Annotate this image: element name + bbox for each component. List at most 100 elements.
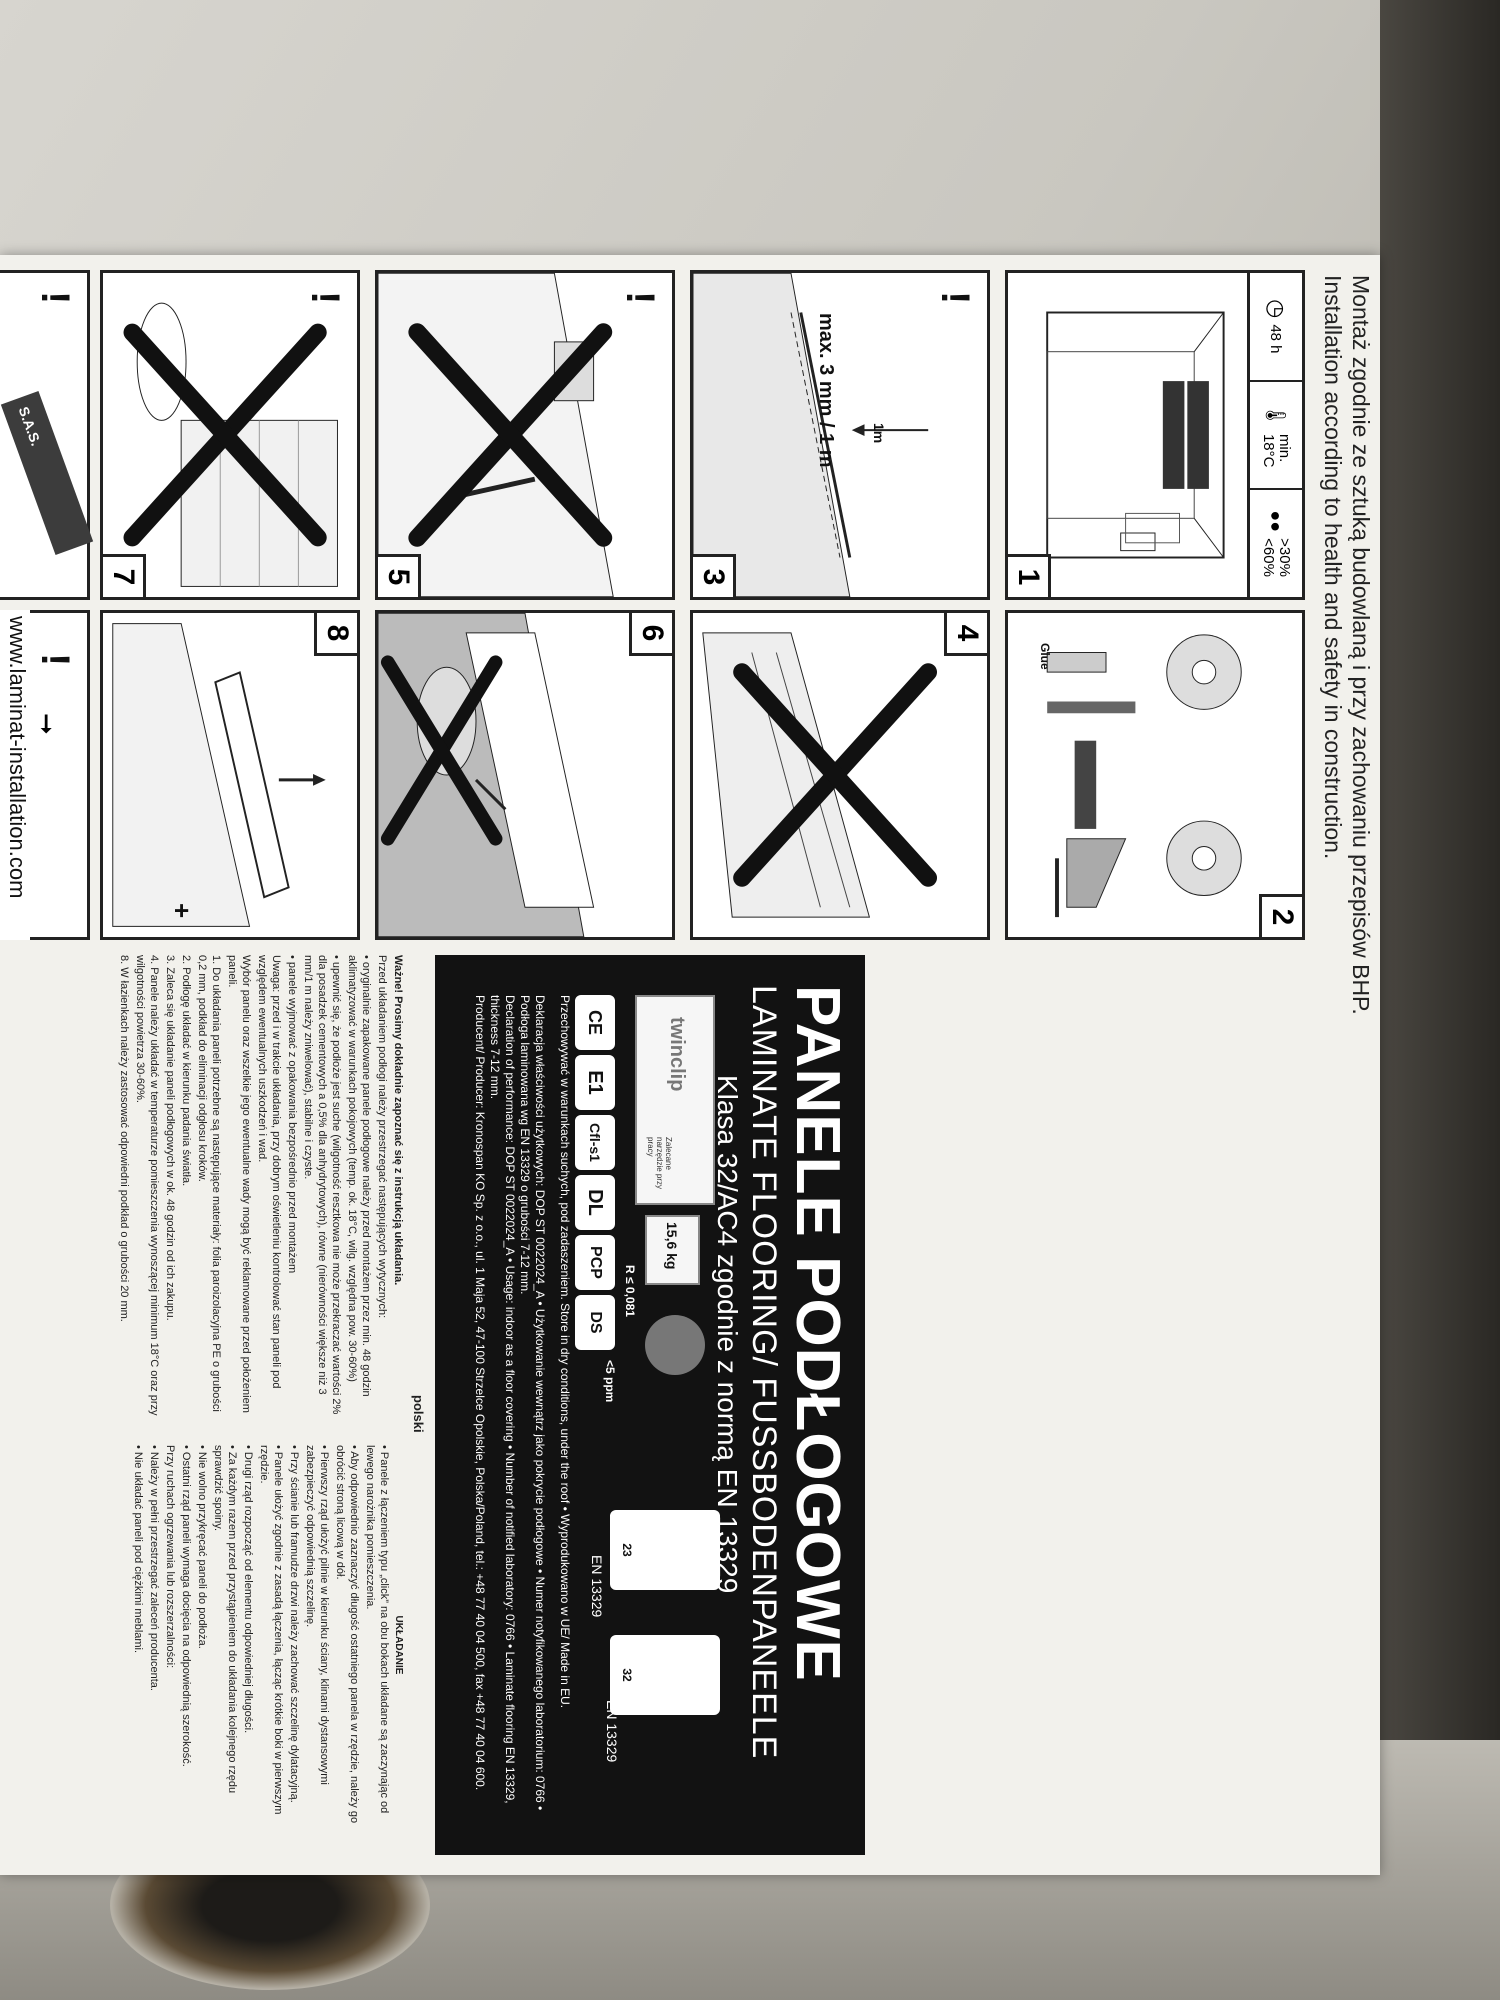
declaration-en: Declaration of performance: DOP ST 00220…: [488, 995, 517, 1804]
instructions-left-column: Ważne! Prosimy dokładnie zapoznać się z …: [115, 955, 405, 1425]
panel-3: ! max. 3 mm / 1 m 1m 3: [690, 270, 990, 600]
panel-number-4: 4: [944, 613, 987, 656]
instruction-paragraph: 3. Zaleca się układanie paneli podłogowy…: [164, 955, 176, 1321]
formaldehyde-value: <5 ppm: [603, 1360, 617, 1403]
tools-illustration: [1046, 634, 1242, 918]
instruction-paragraph: • Pierwszy rząd ułożyć pilnie w kierunku…: [304, 1445, 330, 1785]
panel-number-8: 8: [314, 613, 357, 656]
panel-6: 6: [375, 610, 675, 940]
panel-number-1: 1: [1008, 554, 1051, 597]
storage-note: Przechowywać w warunkach suchych, pod za…: [558, 995, 572, 1709]
declaration-pl: Deklaracja właściwości użytkowych: DOP S…: [518, 995, 547, 1811]
class-32-icon: 32: [610, 1635, 720, 1715]
weight-value: 15,6 kg: [664, 1222, 680, 1270]
instruction-paragraph: • Przy ścianie lub framudze drzwi należy…: [288, 1445, 300, 1803]
ds-icon: DS: [575, 1295, 615, 1350]
product-label: PANELE PODŁOGOWE LAMINATE FLOORING/ FUSS…: [435, 955, 865, 1855]
concrete-work-illustration: [378, 273, 614, 597]
instruction-paragraph: • Ostatni rząd paneli wymaga docięcia na…: [180, 1445, 192, 1767]
twinclip-badge: twinclip Zalecane narzędzie przy pracy: [635, 995, 715, 1205]
warning-mark: !: [303, 291, 347, 305]
weight-badge: 15,6 kg: [645, 1215, 700, 1285]
product-subtitle: LAMINATE FLOORING/ FUSSBODENPANEELE: [745, 985, 783, 1760]
right-paragraphs: • Panele z łączeniem typu „click” na obu…: [131, 1445, 391, 1845]
instructions: polski Ważne! Prosimy dokładnie zapoznać…: [10, 955, 426, 1855]
left-paragraphs: Przed układaniem podłogi należy przestrz…: [117, 955, 389, 1425]
header-polish: Montaż zgodnie ze sztuką budowlaną i prz…: [1348, 275, 1374, 1015]
cfl-s1-icon: Cfl-s1: [575, 1115, 615, 1170]
panel-4: 4: [690, 610, 990, 940]
pcp-icon: PCP: [575, 1235, 615, 1290]
warning-mark: !: [33, 653, 77, 667]
warning-mark: !: [33, 291, 77, 305]
important-note: Ważne! Prosimy dokładnie zapoznać się z …: [392, 955, 404, 1286]
declaration-block: Deklaracja właściwości użytkowych: DOP S…: [472, 995, 547, 1825]
instruction-paragraph: • Nie wolno przykręcać paneli do podłoża…: [196, 1445, 208, 1649]
website-url[interactable]: www.laminat-installation.com: [0, 610, 30, 940]
panel-number-7: 7: [103, 554, 146, 597]
instruction-paragraph: Uwaga: przed i w trakcie układania, przy…: [256, 955, 282, 1389]
resistance-value: R ≤ 0,081: [623, 1265, 637, 1317]
instruction-paragraph: Przy ruchach ogrzewania lub rozszerzalno…: [164, 1445, 176, 1669]
underlay-illustration: [378, 613, 595, 937]
instruction-paragraph: • Należy w pełni przestrzegać zaleceń pr…: [148, 1445, 160, 1691]
panel-2: 2 Glue: [1005, 610, 1305, 940]
bathroom-illustration: [123, 302, 338, 587]
instruction-paragraph: • Drugi rząd rozpocząć od elementu odpow…: [242, 1445, 254, 1734]
class-23-label: 23: [620, 1543, 634, 1557]
instruction-paragraph: 4. Panele należy układać w temperaturze …: [134, 955, 160, 1416]
panel-number-6: 6: [629, 613, 672, 656]
instructions-right-column: UKŁADANIE • Panele z łączeniem typu „cli…: [129, 1445, 405, 1845]
background-shadow: [1380, 0, 1500, 2000]
instruction-paragraph: • Za każdym razem przed przystąpieniem d…: [212, 1445, 238, 1794]
header-english: Installation according to health and saf…: [1320, 275, 1346, 860]
instruction-paragraph: Wybór panelu oraz wszelkie jego ewentual…: [226, 955, 252, 1413]
sas-label: S.A.S.: [15, 404, 45, 448]
panel-5: ! 5: [375, 270, 675, 600]
instruction-paragraph: 1. Do układania paneli potrzebne są nast…: [196, 955, 222, 1412]
panel-8: 8 +: [100, 610, 360, 940]
en-standard-1: EN 13329: [589, 1555, 605, 1618]
producer-info: Producent/ Producer: Kronospan KO Sp. z …: [473, 995, 487, 1791]
instruction-paragraph: • Aby odpowiednio zaznaczyć długość osta…: [334, 1445, 360, 1824]
twinclip-label: twinclip: [666, 1017, 688, 1092]
instruction-paragraph: • upewnić się, że podłoże jest suche (wi…: [302, 955, 342, 1415]
product-title: PANELE PODŁOGOWE: [783, 985, 852, 1682]
glue-label: Glue: [1038, 643, 1052, 670]
language-label: polski: [411, 1395, 426, 1433]
leaflet: Montaż zgodnie ze sztuką budowlaną i prz…: [0, 255, 1380, 1875]
class-23-icon: 23: [610, 1510, 720, 1590]
panel-laying-illustration: [112, 623, 326, 927]
instruction-paragraph: • oryginalnie zapakowane panele podłogow…: [346, 955, 372, 1397]
room-boxes-illustration: [1046, 311, 1225, 559]
ce-mark: CE: [575, 995, 615, 1050]
seal-logo: [645, 1315, 705, 1375]
one-meter-label: 1m: [871, 423, 887, 444]
instruction-paragraph: • Panele z łączeniem typu „click” na obu…: [364, 1445, 390, 1814]
level-floor-illustration: [693, 273, 929, 597]
panel-1: ◷ 48 h 🌡 min. 18°C ●● >30% <60%: [1005, 270, 1305, 600]
panel-number-3: 3: [693, 554, 736, 597]
plus-sign: +: [167, 903, 197, 919]
panel-9: ! S.A.S.: [0, 270, 94, 600]
leaflet-paper: Montaż zgodnie ze sztuką budowlaną i prz…: [0, 255, 1380, 1875]
e1-icon: E1: [575, 1055, 615, 1110]
class-32-label: 32: [620, 1668, 634, 1682]
laying-heading: UKŁADANIE: [393, 1615, 404, 1675]
sas-board: S.A.S.: [0, 390, 94, 556]
twinclip-note: Zalecane narzędzie przy pracy: [646, 1137, 673, 1190]
instruction-paragraph: Przed układaniem podłogi należy przestrz…: [376, 955, 388, 1319]
dl-icon: DL: [575, 1175, 615, 1230]
instruction-paragraph: 2. Podłogę układać w kierunku padania św…: [180, 955, 192, 1187]
max-gap-label: max. 3 mm / 1 m: [815, 313, 837, 468]
instruction-paragraph: • Panele ułożyć zgodnie z zasadą łączeni…: [258, 1445, 284, 1815]
warning-mark: !: [618, 291, 662, 305]
arrow-icon: ➞: [32, 713, 62, 735]
instruction-paragraph: • Nie układać paneli pod ciężkimi meblam…: [132, 1445, 144, 1654]
panel-number-5: 5: [378, 554, 421, 597]
panel-number-2: 2: [1259, 894, 1302, 937]
panel-7: ! 7: [100, 270, 360, 600]
warning-mark: !: [933, 291, 977, 305]
instruction-paragraph: 8. W łazienkach należy zastosować odpowi…: [118, 955, 130, 1322]
damaged-panel-illustration: [702, 632, 938, 918]
